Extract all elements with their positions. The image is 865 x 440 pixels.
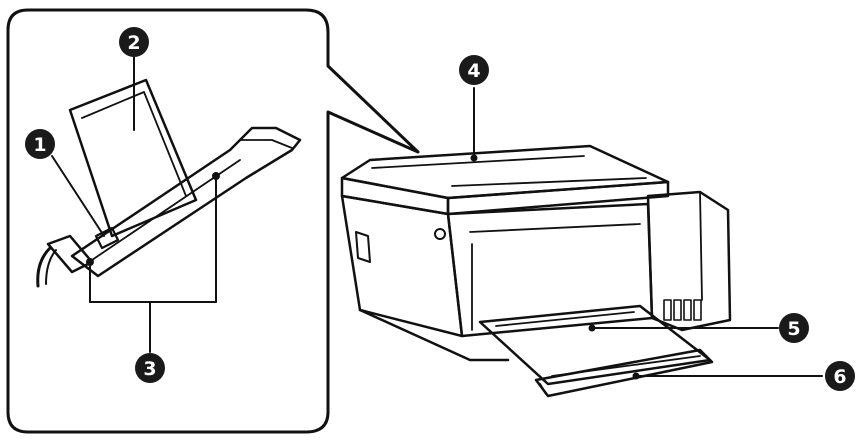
callout-6-label: 6	[833, 366, 846, 388]
inset-leader-lines	[51, 55, 217, 353]
callout-4-label: 4	[467, 60, 480, 82]
callout-3: 3	[135, 353, 165, 383]
power-button-icon	[434, 228, 446, 240]
ink-tank-unit	[646, 190, 732, 332]
feeder-body	[70, 126, 302, 278]
edge-guide	[94, 226, 120, 250]
callout-6: 6	[825, 361, 855, 391]
printer-left-side	[340, 194, 464, 338]
callout-5-label: 5	[787, 318, 800, 340]
main-leader-lines	[470, 87, 823, 380]
scanner-lid	[340, 144, 670, 200]
callout-1: 1	[25, 129, 55, 159]
output-tray	[478, 304, 712, 386]
callout-1-label: 1	[33, 134, 46, 156]
callout-3-label: 3	[143, 358, 156, 380]
rear-feed-illustration	[36, 78, 302, 288]
callout-2-label: 2	[127, 32, 140, 54]
inset-panel	[6, 8, 420, 434]
paper-support-sheet	[68, 78, 198, 238]
paper-stopper	[534, 348, 714, 398]
callout-5: 5	[779, 313, 809, 343]
callout-4: 4	[459, 55, 489, 85]
printer-body	[340, 144, 732, 362]
callout-2: 2	[119, 27, 149, 57]
